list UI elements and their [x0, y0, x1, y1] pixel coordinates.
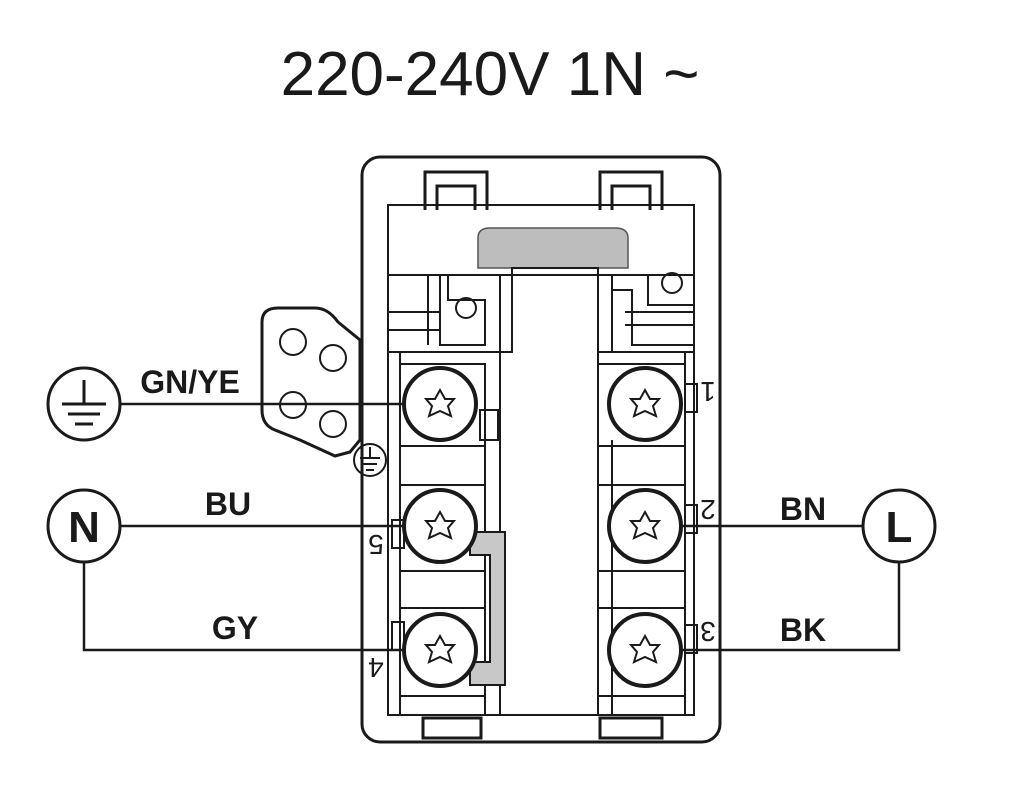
block-earth-marker-icon — [353, 443, 387, 477]
earth-symbol-icon — [46, 366, 122, 442]
wires — [82, 402, 901, 652]
top-clip-right — [598, 170, 664, 210]
wire-label-earth: GN/YE — [140, 364, 240, 400]
bottom-clip-right — [598, 716, 664, 740]
terminal-block — [260, 155, 722, 744]
screw-3-icon — [607, 612, 683, 688]
top-grey-cap — [477, 227, 629, 269]
wire-label-bridge: GY — [212, 610, 258, 646]
terminal-box-5 — [399, 484, 486, 572]
terminal-box-4 — [399, 607, 486, 697]
top-clip-left — [423, 170, 489, 210]
neutral-symbol-label: N — [68, 503, 100, 552]
wire-bridge — [82, 562, 440, 652]
screw-2-icon — [607, 488, 683, 564]
screw-4-icon — [402, 612, 478, 688]
terminal-number-4: 4 — [368, 652, 384, 683]
screw-5-icon — [402, 488, 478, 564]
earth-plate — [260, 306, 362, 458]
terminal-number-1: 1 — [700, 376, 716, 407]
supply-title: 220-240V 1N ~ — [281, 40, 700, 109]
screws — [402, 366, 683, 688]
terminal-block-housing — [360, 155, 722, 744]
live-symbol: L — [861, 488, 937, 564]
screw-1-icon — [607, 366, 683, 442]
wire-label-live-top: BN — [780, 491, 826, 527]
bottom-clip-left — [421, 716, 483, 740]
terminal-number-3: 3 — [700, 616, 716, 647]
terminal-block-inner-frame — [387, 204, 695, 716]
top-mechanism — [388, 267, 694, 353]
wire-label-neutral: BU — [205, 486, 251, 522]
terminal-number-5: 5 — [368, 529, 384, 560]
neutral-symbol: N — [46, 488, 122, 564]
screw-earth-icon — [402, 366, 478, 442]
terminal-number-2: 2 — [700, 494, 716, 525]
live-symbol-label: L — [886, 503, 913, 552]
wire-live-bottom — [645, 562, 901, 652]
wire-label-live-bottom: BK — [780, 612, 826, 648]
